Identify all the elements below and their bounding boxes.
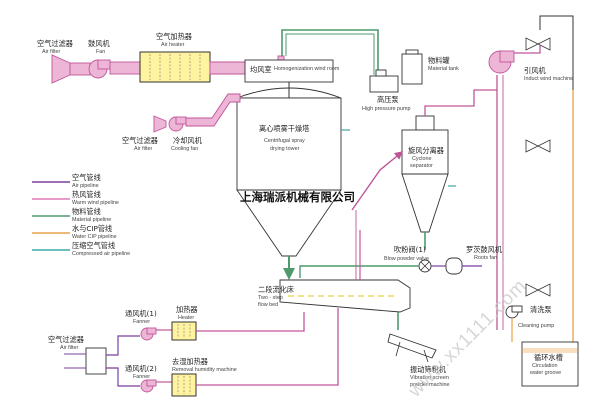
cooling-air-duct [185, 93, 241, 127]
air-heater-label: 空气加热器 [156, 32, 192, 41]
legend-label-4: 压缩空气管线 [72, 241, 115, 250]
air-filter-mid-label-en: Air filter [134, 146, 152, 152]
air-filter-mid-label: 空气过滤器 [122, 136, 158, 145]
circulation-tank [521, 341, 579, 387]
flow-bed-label: 二段流化床 [258, 285, 294, 294]
company-name: 上海瑞派机械有限公司 [240, 190, 355, 204]
legend-label-en-3: Water CIP pipeline [72, 234, 117, 240]
exhaust-valve-low [525, 283, 551, 297]
roots-fan-label-en: Roots fan [474, 255, 497, 261]
fanner-1 [140, 327, 157, 341]
circ-tank-label-en1: Circulation [532, 363, 557, 369]
tower-label-en2: drying tower [270, 146, 300, 152]
heater-label: 加热器 [176, 305, 198, 314]
mid-air-filter [153, 115, 167, 133]
exhaust-valve-mid [525, 139, 551, 153]
fanner1-label-en: Fanner [133, 319, 150, 325]
legend-label-2: 物料管线 [72, 207, 101, 216]
powder-return-line [299, 265, 419, 278]
induct-fan-label-en: Induct wind machine [524, 76, 573, 82]
dehum-label-en: Removal humidity machine [172, 367, 237, 373]
cooling-fan [168, 116, 187, 132]
vibration-screen [387, 333, 437, 363]
legend-label-3: 水与CIP管线 [72, 224, 112, 233]
fanner1-label: 通风机(1) [125, 309, 157, 318]
cyclone-label-en2: separator [410, 163, 433, 169]
material-pipe-top [281, 29, 379, 75]
circ-tank-label-en2: water groove [529, 370, 561, 376]
air-to-fanner1 [106, 335, 140, 356]
spray-drying-tower [236, 82, 342, 257]
roots-fan [445, 257, 463, 275]
tower-label: 离心喷雾干燥塔 [259, 124, 309, 133]
tower-to-cyclone-duct [351, 151, 404, 211]
dehum-label: 去湿加热器 [172, 357, 208, 366]
roots-fan-label: 罗茨鼓风机 [466, 245, 503, 254]
cyclone-to-fan-duct [424, 89, 497, 116]
legend-label-en-4: Compressed air pipeline [72, 251, 130, 257]
induct-fan-label: 引风机 [524, 66, 546, 75]
vib-screen-label-en2: powder machine [410, 382, 450, 388]
hp-pump-label-en: High pressure pump [362, 106, 411, 112]
material-tank-label: 物料罐 [428, 56, 450, 65]
cooling-fan-label: 冷却风机 [173, 136, 203, 145]
cyclone-label-en1: Cyclone [412, 156, 431, 162]
air-filter-top-label-en: Air filter [42, 49, 60, 55]
flow-bed-label-en2: flow bed [258, 302, 278, 308]
cyclone-label: 旋风分离器 [408, 146, 444, 155]
induct-fan-outlet [514, 45, 541, 54]
blow-valve-label: 吹粉阀(1) [394, 245, 426, 254]
exhaust-stack [539, 15, 574, 90]
fanner-2 [140, 379, 157, 393]
legend-label-en-0: Air pipeline [72, 183, 99, 189]
high-pressure-pump [369, 69, 399, 93]
cyclone-separator [401, 115, 449, 250]
legend-label-en-1: Warm wind pipeline [72, 200, 119, 206]
top-air-filter [51, 54, 91, 84]
low-air-filter [64, 347, 107, 375]
removal-humidity-heater [171, 373, 197, 397]
material-tank [401, 49, 423, 85]
vib-screen-label-en1: Vibration screen [410, 375, 449, 381]
cleaning-pump-label: 清洗泵 [530, 305, 552, 314]
dehum-to-bed [196, 308, 339, 386]
air-filter-low-label-en: Air filter [60, 345, 78, 351]
legend-label-en-2: Material pipeline [72, 217, 111, 223]
fan-label-en: Fan [96, 49, 105, 55]
two-step-fluid-bed [279, 279, 411, 313]
legend-label-1: 热风管线 [72, 190, 101, 199]
fanner2-label: 通风机(2) [125, 364, 157, 373]
air-to-fanner2 [106, 367, 140, 387]
material-pipe-top-inner [285, 33, 375, 75]
heater-to-bed [196, 312, 305, 332]
air-heater-label-en: Air heater [161, 42, 185, 48]
homo-label: 均风室 [250, 65, 272, 74]
cleaning-pump [505, 305, 523, 319]
material-tank-label-en: Material tank [428, 66, 459, 72]
cleaning-pump-label-en: Cleaning pump [518, 323, 554, 329]
exhaust-valve-top [525, 37, 551, 51]
air-filter-low-label: 空气过滤器 [48, 335, 84, 344]
fanner2-label-en: Fanner [133, 374, 150, 380]
circ-tank-label: 循环水槽 [534, 353, 563, 362]
cooling-fan-label-en: Cooling fan [171, 146, 198, 152]
fan-label: 鼓风机 [88, 39, 110, 48]
vib-screen-label: 振动筛粉机 [410, 365, 447, 374]
heater [171, 321, 197, 341]
blow-valve-label-en: Blow powder valve [384, 256, 429, 262]
homo-label-en: Homogenization wind room [274, 66, 340, 72]
heater-label-en: Heater [178, 315, 194, 321]
duct-fan-heater [109, 61, 141, 75]
top-fan [88, 59, 111, 79]
hp-pump-label: 高压泵 [377, 95, 399, 104]
flow-bed-label-en1: Two - step [258, 295, 283, 301]
legend-label-0: 空气管线 [72, 173, 101, 182]
air-heater-top [139, 51, 211, 83]
air-filter-top-label: 空气过滤器 [37, 39, 73, 48]
induct-fan [488, 50, 515, 74]
tower-label-en1: Centrifugal spray [264, 138, 305, 144]
